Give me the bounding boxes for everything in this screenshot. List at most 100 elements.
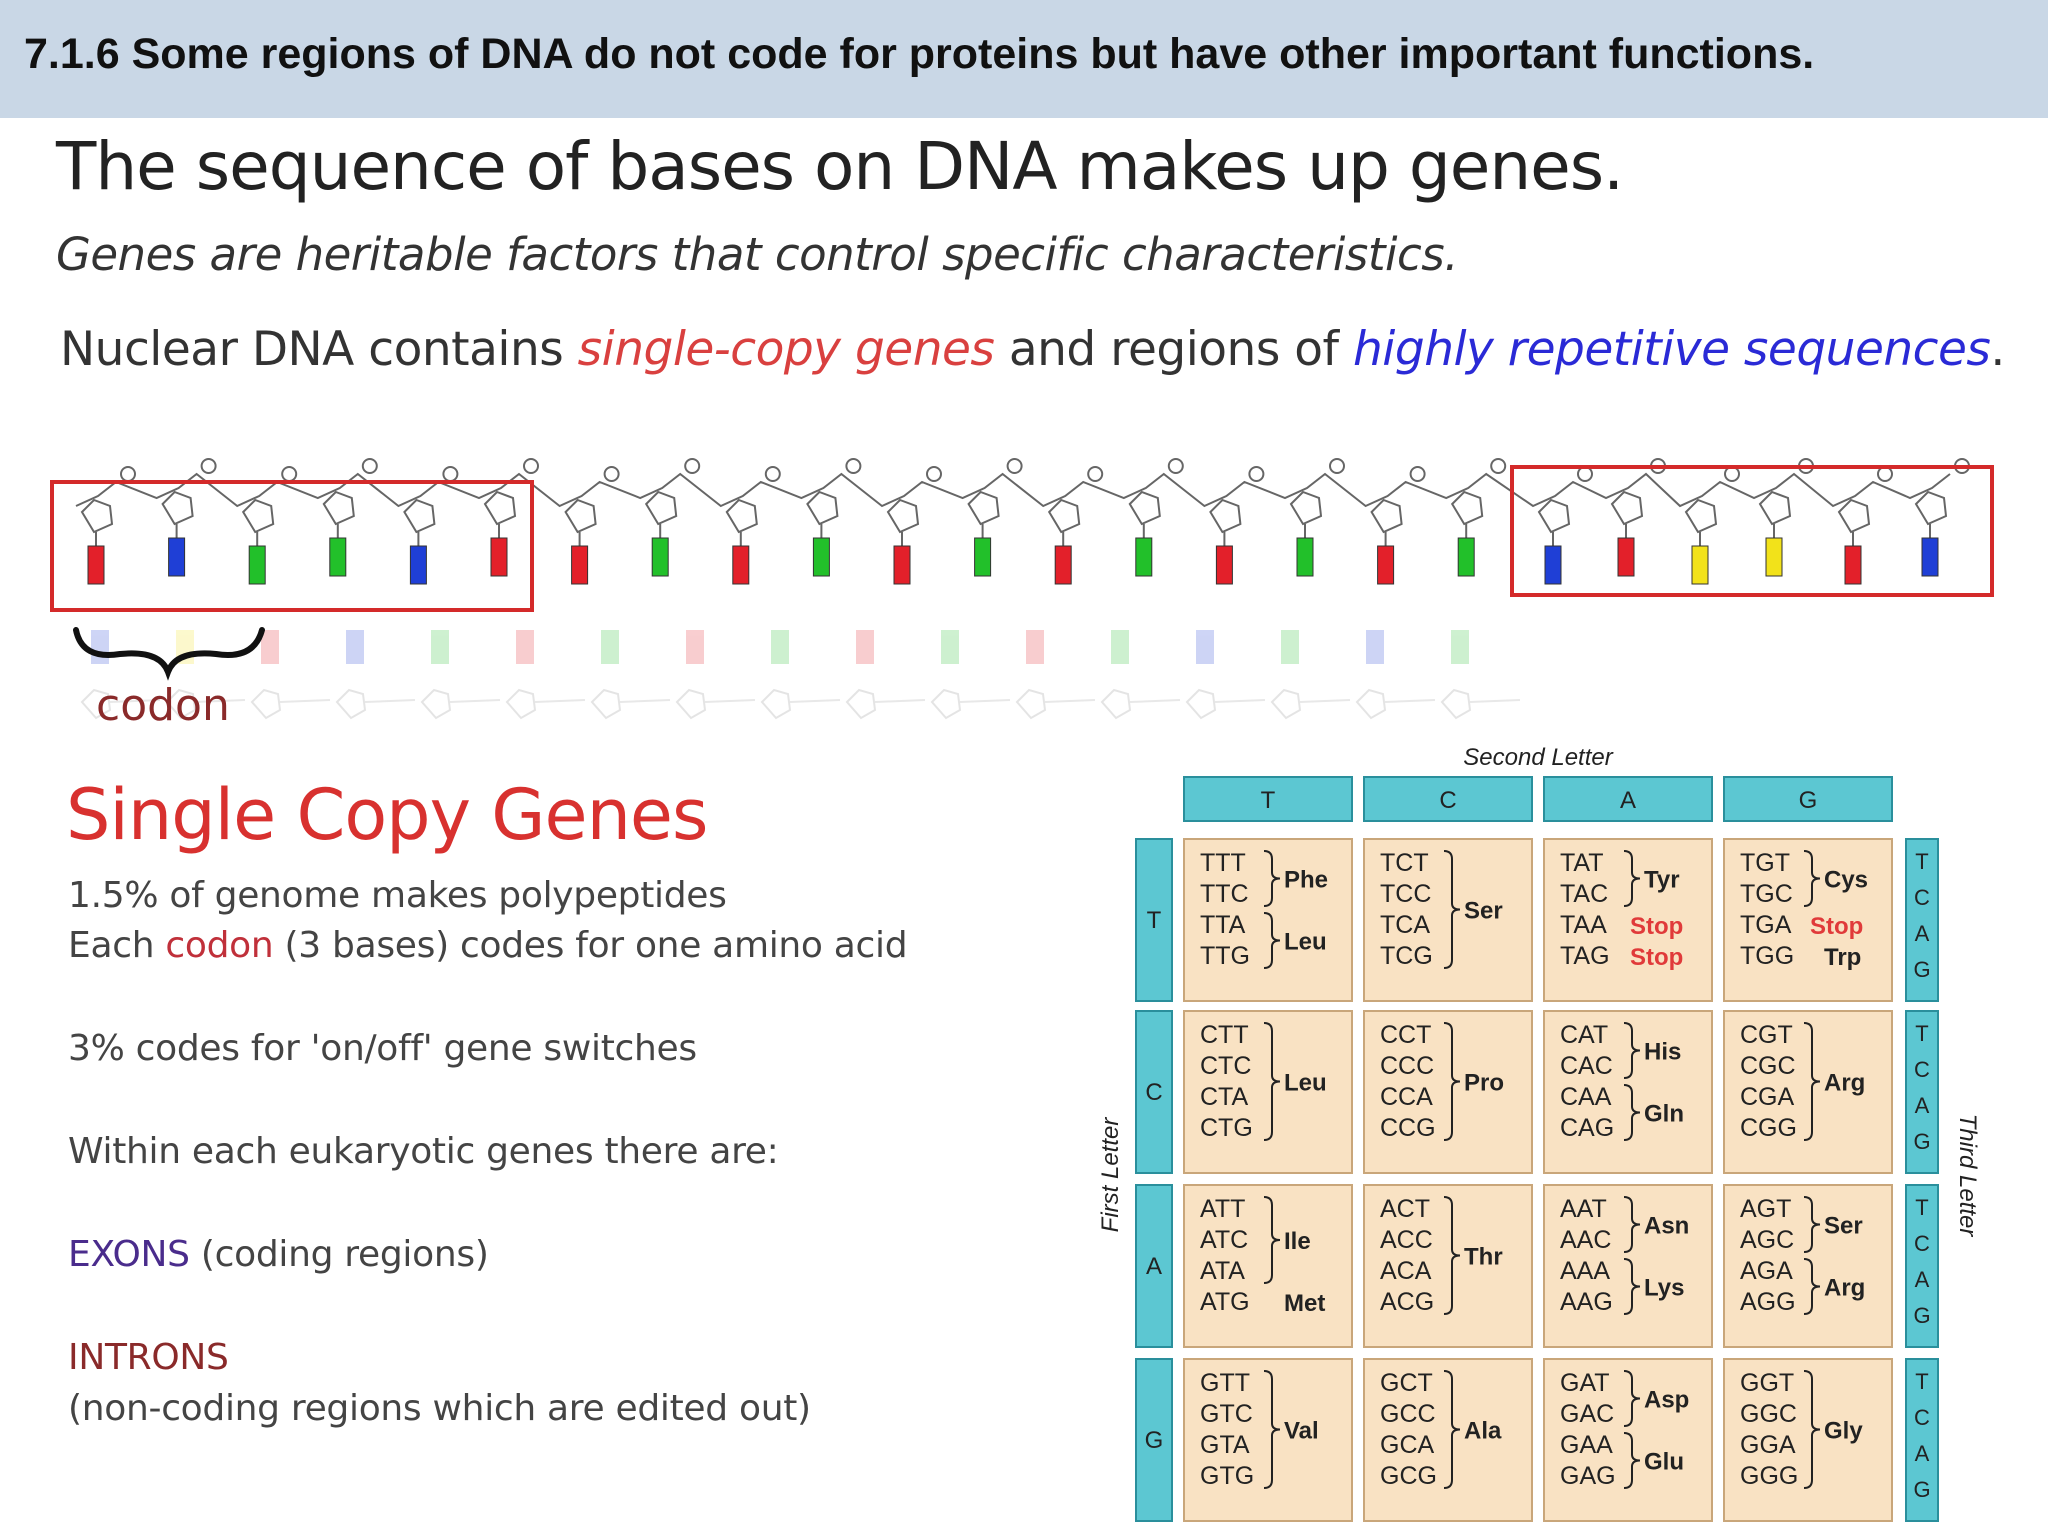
second-letter-header — [1363, 776, 1533, 822]
codon-text: ATC — [1200, 1226, 1248, 1254]
nuclear-middle: and regions of — [994, 322, 1354, 377]
codon-text: CGT — [1740, 1021, 1793, 1049]
codon-brace — [1623, 1258, 1641, 1315]
third-letter-label: Third Letter — [1954, 1114, 1981, 1238]
gene-switches-line: 3% codes for 'on/off' gene switches — [68, 1028, 697, 1069]
dna-base — [1765, 537, 1783, 577]
phosphate — [1329, 458, 1345, 474]
faded-strand — [80, 630, 1521, 720]
faded-backbone — [534, 699, 586, 703]
faded-backbone — [704, 699, 756, 703]
faded-backbone — [279, 699, 331, 703]
dna-base — [1457, 537, 1475, 577]
second-letter-header — [1543, 776, 1713, 822]
second-letter-header — [1723, 776, 1893, 822]
sugar — [161, 490, 194, 526]
codon-text: CCG — [1380, 1114, 1436, 1142]
codon-brace — [1623, 1084, 1641, 1141]
dna-base — [1844, 545, 1862, 585]
codon-brace — [1443, 1022, 1461, 1141]
dna-strand-diagram — [50, 458, 1994, 720]
third-letter-base: G — [1913, 1303, 1930, 1328]
phosphate — [120, 466, 136, 482]
amino-acid-label: Stop — [1630, 944, 1683, 971]
codon-brace — [1803, 1370, 1821, 1489]
phosphate — [442, 466, 459, 482]
exons-description: (coding regions) — [189, 1234, 489, 1275]
phosphate — [1724, 466, 1740, 482]
dna-base — [974, 537, 992, 577]
codon-cell — [1543, 1358, 1713, 1522]
codon-text: GCC — [1380, 1400, 1436, 1428]
faded-sugar — [165, 688, 197, 720]
amino-acid-label: His — [1644, 1039, 1681, 1066]
amino-acid-label: Trp — [1824, 944, 1861, 971]
first-letter-cell — [1135, 1010, 1173, 1174]
faded-base — [941, 630, 959, 664]
faded-sugar — [760, 688, 792, 720]
amino-acid-label: Ile — [1284, 1228, 1311, 1255]
sugar — [1370, 498, 1403, 534]
codon-text: TGA — [1740, 911, 1792, 939]
codon-text: ATG — [1200, 1288, 1250, 1316]
phosphate — [1248, 466, 1265, 482]
codon-text: TAC — [1560, 880, 1608, 908]
faded-sugar — [505, 688, 537, 720]
sugar — [1684, 498, 1718, 534]
sugar — [806, 490, 839, 526]
codon-text: TTT — [1200, 849, 1246, 877]
codon-text: CTC — [1200, 1052, 1251, 1080]
codon-text: TCT — [1380, 849, 1429, 877]
faded-sugar — [335, 688, 367, 720]
codon-text: AAC — [1560, 1226, 1611, 1254]
first-letter-base: G — [1145, 1427, 1164, 1454]
third-letter-base: A — [1915, 921, 1930, 946]
dna-base — [87, 545, 105, 585]
amino-acid-label: Gln — [1644, 1101, 1684, 1128]
amino-acid-label: Ala — [1464, 1418, 1502, 1445]
amino-acid-label: Phe — [1284, 867, 1328, 894]
codon-brace — [1443, 850, 1461, 969]
dna-base — [571, 545, 589, 585]
dna-base — [812, 537, 830, 577]
faded-sugar — [845, 688, 877, 720]
amino-acid-label: Lys — [1644, 1275, 1684, 1302]
codon-text: AGC — [1740, 1226, 1794, 1254]
faded-sugar — [1185, 688, 1217, 720]
dna-base — [1377, 545, 1395, 585]
sugar — [1537, 498, 1571, 534]
faded-backbone — [789, 699, 841, 703]
codon-text: TGG — [1740, 942, 1794, 970]
codon-text: CTT — [1200, 1021, 1249, 1049]
main-heading: The sequence of bases on DNA makes up ge… — [56, 128, 1624, 205]
codon-text: CTA — [1200, 1083, 1248, 1111]
faded-sugar — [420, 688, 452, 720]
dna-base — [1054, 545, 1072, 585]
codon-text: GTT — [1200, 1369, 1250, 1397]
dna-base — [329, 537, 347, 577]
codon-text: TGC — [1740, 880, 1793, 908]
amino-acid-label: Stop — [1810, 913, 1863, 940]
codon-brace — [1443, 1370, 1461, 1489]
third-letter-cell — [1905, 838, 1939, 1002]
codon-cell — [1723, 838, 1893, 1002]
dna-base — [248, 545, 266, 585]
codon-text: ACG — [1380, 1288, 1434, 1316]
codon-text: AGG — [1740, 1288, 1796, 1316]
phosphate — [523, 458, 539, 474]
third-letter-base: A — [1915, 1267, 1930, 1292]
amino-acid-label: Arg — [1824, 1275, 1865, 1302]
faded-sugar — [675, 688, 707, 720]
amino-acid-label: Val — [1284, 1418, 1319, 1445]
faded-base — [771, 630, 789, 664]
codon-brace — [1263, 1022, 1281, 1141]
sugar — [1758, 490, 1792, 526]
faded-base — [1281, 630, 1299, 664]
sugar — [1128, 490, 1161, 526]
sugar — [886, 498, 920, 534]
amino-acid-label: Leu — [1284, 1070, 1327, 1097]
codon-text: TAA — [1560, 911, 1607, 939]
faded-base — [516, 630, 534, 664]
introns-label-line: INTRONS — [68, 1337, 229, 1378]
